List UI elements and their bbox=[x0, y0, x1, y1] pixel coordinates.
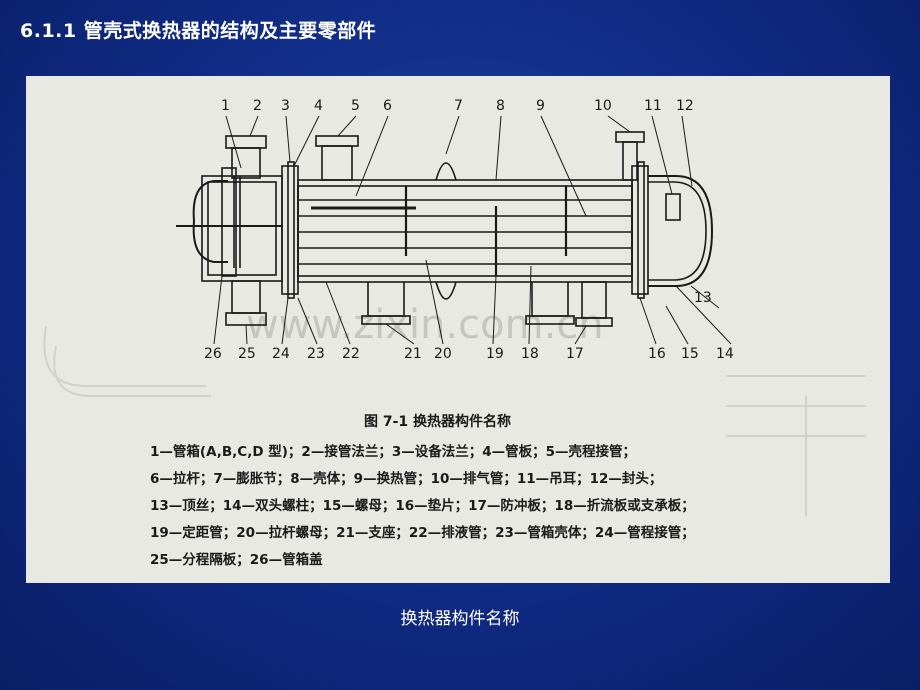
callout-12: 12 bbox=[676, 98, 694, 114]
callout-23: 23 bbox=[307, 346, 325, 362]
exchanger-body bbox=[176, 115, 732, 345]
callout-24: 24 bbox=[272, 346, 290, 362]
slide-caption: 换热器构件名称 bbox=[400, 609, 520, 629]
callout-13: 13 bbox=[694, 290, 712, 306]
callout-7: 7 bbox=[454, 98, 463, 114]
heat-exchanger-figure: www.zixin.com.cn bbox=[26, 76, 890, 583]
slide-title: 6.1.1 管壳式换热器的结构及主要零部件 bbox=[20, 20, 377, 42]
callout-3: 3 bbox=[281, 98, 290, 114]
top-callouts: 1 2 3 4 5 6 7 8 9 10 11 12 bbox=[221, 98, 694, 114]
callout-21: 21 bbox=[404, 346, 422, 362]
callout-2: 2 bbox=[253, 98, 262, 114]
callout-16: 16 bbox=[648, 346, 666, 362]
callout-5: 5 bbox=[351, 98, 360, 114]
scan-ghost bbox=[43, 325, 866, 516]
callout-18: 18 bbox=[521, 346, 539, 362]
callout-11: 11 bbox=[644, 98, 662, 114]
callout-17: 17 bbox=[566, 346, 584, 362]
callout-15: 15 bbox=[681, 346, 699, 362]
legend: 1—管箱(A,B,C,D 型)；2—接管法兰；3—设备法兰；4—管板；5—壳程接… bbox=[150, 443, 695, 568]
callout-8: 8 bbox=[496, 98, 505, 114]
callout-26: 26 bbox=[204, 346, 222, 362]
callout-14: 14 bbox=[716, 346, 734, 362]
callout-22: 22 bbox=[342, 346, 360, 362]
figure-title: 图 7-1 换热器构件名称 bbox=[364, 413, 511, 430]
legend-line: 19—定距管；20—拉杆螺母；21—支座；22—排液管；23—管箱壳体；24—管… bbox=[150, 524, 695, 541]
legend-line: 13—顶丝；14—双头螺柱；15—螺母；16—垫片；17—防冲板；18—折流板或… bbox=[150, 497, 695, 514]
legend-line: 1—管箱(A,B,C,D 型)；2—接管法兰；3—设备法兰；4—管板；5—壳程接… bbox=[150, 443, 636, 460]
callout-9: 9 bbox=[536, 98, 545, 114]
bottom-callouts: 26 25 24 23 22 21 20 19 18 17 16 15 14 1… bbox=[204, 290, 734, 362]
callout-6: 6 bbox=[383, 98, 392, 114]
callout-19: 19 bbox=[486, 346, 504, 362]
callout-4: 4 bbox=[314, 98, 323, 114]
callout-20: 20 bbox=[434, 346, 452, 362]
callout-10: 10 bbox=[594, 98, 612, 114]
legend-line: 25—分程隔板；26—管箱盖 bbox=[150, 551, 323, 568]
callout-25: 25 bbox=[238, 346, 256, 362]
legend-line: 6—拉杆；7—膨胀节；8—壳体；9—换热管；10—排气管；11—吊耳；12—封头… bbox=[150, 470, 662, 487]
heat-exchanger-drawing: www.zixin.com.cn bbox=[43, 98, 866, 568]
watermark-text: www.zixin.com.cn bbox=[246, 302, 604, 348]
callout-1: 1 bbox=[221, 98, 230, 114]
